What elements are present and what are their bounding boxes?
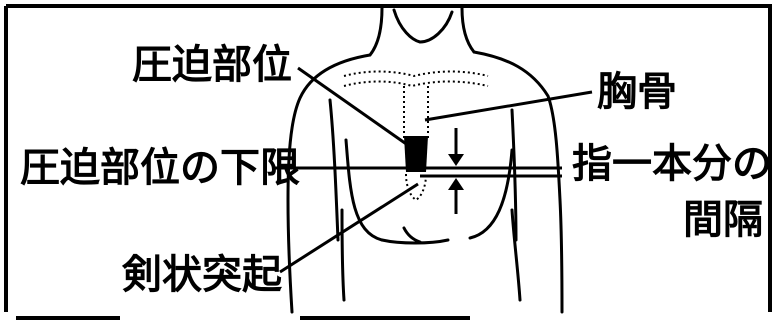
arrow-down-icon <box>448 154 464 166</box>
sternum-label: 胸骨 <box>597 72 677 112</box>
one-finger-width-label: 指一本分の <box>572 144 772 184</box>
xiphoid-process-label: 剣状突起 <box>122 255 282 295</box>
pressure-point-lower-limit-label: 圧迫部位の下限 <box>20 148 300 188</box>
pressure-point-label: 圧迫部位 <box>132 45 292 85</box>
sternum-shape <box>344 72 488 141</box>
interval-label: 間隔 <box>683 200 763 240</box>
arrow-up-icon <box>448 178 464 190</box>
